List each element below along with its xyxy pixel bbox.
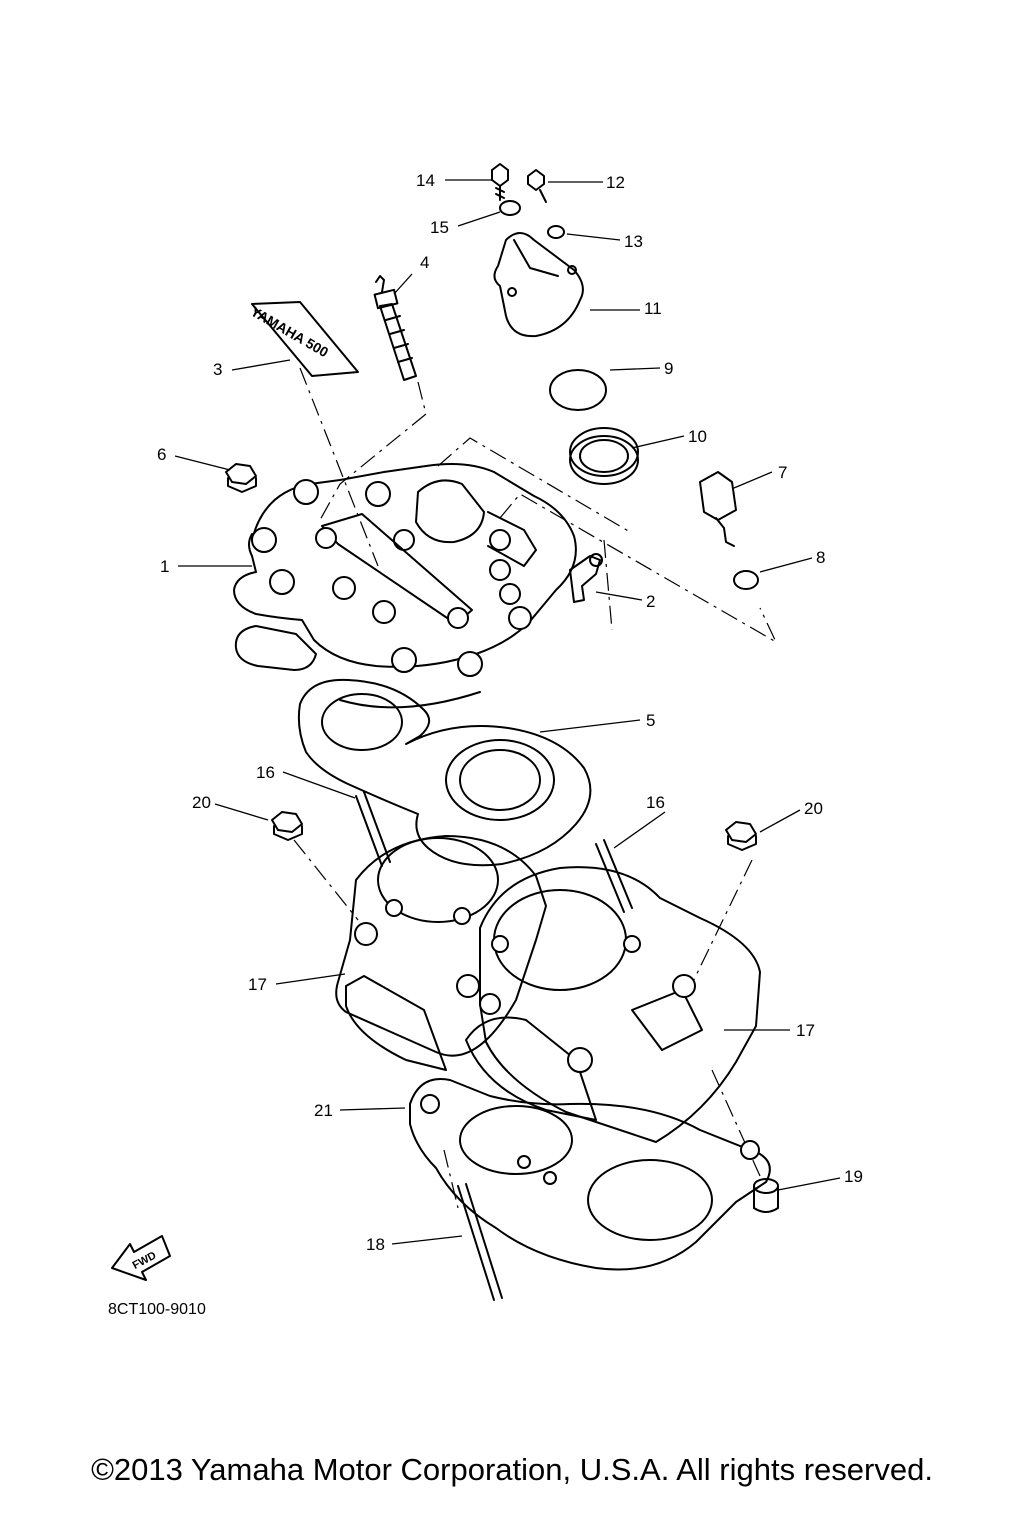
callout-10: 10 bbox=[688, 427, 707, 446]
base-gasket-21 bbox=[409, 1078, 771, 1271]
bolt-14 bbox=[491, 163, 509, 201]
callout-17-right: 17 bbox=[796, 1021, 815, 1040]
o-ring-9 bbox=[549, 369, 607, 411]
thermostat-10 bbox=[569, 427, 639, 485]
temperature-sensor-7 bbox=[699, 471, 737, 547]
callout-7: 7 bbox=[778, 463, 787, 482]
cylinder-17-left bbox=[335, 835, 547, 1071]
callout-13: 13 bbox=[624, 232, 643, 251]
thermostat-cover-11 bbox=[493, 232, 584, 338]
fitting-2 bbox=[569, 553, 603, 603]
washer-15 bbox=[499, 200, 521, 216]
callout-19: 19 bbox=[844, 1167, 863, 1186]
nut-6 bbox=[225, 463, 257, 493]
callout-9: 9 bbox=[664, 359, 673, 378]
callout-2: 2 bbox=[646, 592, 655, 611]
callout-3: 3 bbox=[213, 360, 222, 379]
bolt-12 bbox=[527, 169, 547, 203]
callout-labels: 14 12 15 13 4 11 3 9 10 6 7 8 1 2 5 16 1… bbox=[157, 171, 863, 1254]
callout-17-left: 17 bbox=[248, 975, 267, 994]
callout-14: 14 bbox=[416, 171, 435, 190]
spark-plug-4 bbox=[373, 275, 417, 381]
assembly-lines bbox=[293, 367, 778, 1209]
nut-20-left bbox=[271, 811, 303, 841]
decal-text: YAMAHA 500 bbox=[248, 303, 331, 360]
cylinder-head-1 bbox=[233, 463, 577, 709]
dowel-19 bbox=[753, 1178, 779, 1213]
callout-16-right: 16 bbox=[646, 793, 665, 812]
washer-13 bbox=[547, 225, 565, 239]
head-gasket-5 bbox=[297, 678, 592, 867]
callout-11: 11 bbox=[644, 299, 662, 318]
callout-5: 5 bbox=[646, 711, 655, 730]
fwd-label: FWD bbox=[131, 1250, 159, 1272]
callout-20-left: 20 bbox=[192, 793, 211, 812]
stud-16-right bbox=[595, 839, 633, 913]
stud-16-left bbox=[355, 791, 391, 867]
callout-15: 15 bbox=[430, 218, 449, 237]
leader-lines bbox=[174, 179, 841, 1245]
callout-18: 18 bbox=[366, 1235, 385, 1254]
callout-1: 1 bbox=[160, 557, 169, 576]
callout-4: 4 bbox=[420, 253, 429, 272]
callout-20-right: 20 bbox=[804, 799, 823, 818]
callout-12: 12 bbox=[606, 173, 625, 192]
washer-8 bbox=[733, 570, 759, 590]
fwd-arrow-icon: FWD bbox=[111, 1235, 171, 1281]
callout-6: 6 bbox=[157, 445, 166, 464]
stud-18 bbox=[457, 1183, 503, 1301]
drawing-number: 8CT100-9010 bbox=[108, 1301, 206, 1318]
copyright-notice: ©2013 Yamaha Motor Corporation, U.S.A. A… bbox=[91, 1452, 933, 1487]
callout-16-left: 16 bbox=[256, 763, 275, 782]
callout-21: 21 bbox=[314, 1101, 333, 1120]
nut-20-right bbox=[725, 821, 757, 851]
callout-8: 8 bbox=[816, 548, 825, 567]
